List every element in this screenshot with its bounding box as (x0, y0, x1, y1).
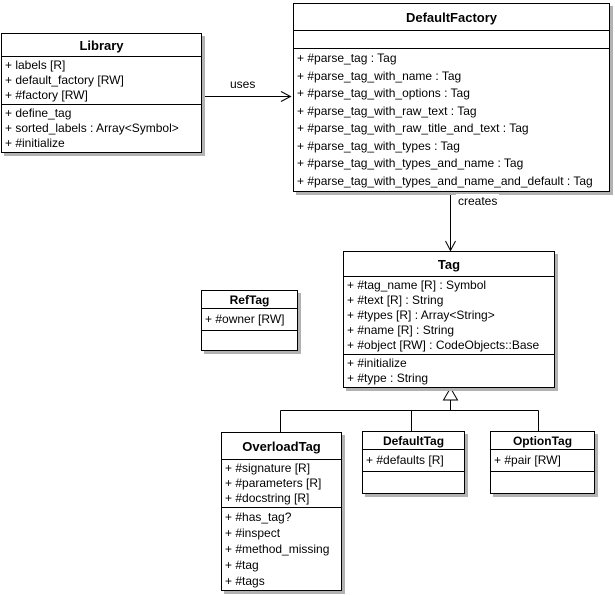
class-default-tag[interactable]: DefaultTag + #defaults [R] (362, 431, 465, 494)
attributes-section: + #pair [RW] (491, 450, 594, 471)
class-name-option-tag: OptionTag (491, 432, 594, 450)
creates-dependency-arrow (445, 185, 456, 252)
open-arrowhead-down-icon (445, 240, 456, 252)
member-row: + #initialize (5, 136, 65, 150)
methods-section: + #initialize + #type : String (344, 354, 554, 387)
methods-section: + define_tag + sorted_labels : Array<Sym… (2, 104, 201, 152)
member-row: + #inspect (225, 526, 281, 540)
class-default-factory[interactable]: DefaultFactory + #parse_tag : Tag + #par… (293, 3, 610, 192)
creates-label: creates (456, 194, 500, 208)
member-row: + #owner [RW] (205, 312, 285, 326)
member-row: + labels [R] (5, 58, 66, 72)
member-row: + #parse_tag_with_name : Tag (297, 68, 462, 83)
member-row: + #tag (225, 558, 259, 572)
open-arrowhead-right-icon (280, 91, 292, 102)
member-row: + #parameters [R] (225, 476, 322, 490)
class-name-default-factory: DefaultFactory (294, 4, 609, 31)
methods-section-empty (491, 471, 594, 493)
methods-section: + #parse_tag : Tag + #parse_tag_with_nam… (294, 48, 609, 191)
member-row: + #types [R] : Array<String> (347, 308, 495, 322)
member-row: + #parse_tag_with_types_and_name_and_def… (297, 173, 593, 188)
member-row: + #tags (225, 574, 265, 588)
member-row: + #factory [RW] (5, 88, 88, 102)
class-ref-tag[interactable]: RefTag + #owner [RW] (201, 290, 298, 351)
hollow-triangle-icon (442, 387, 459, 401)
attributes-section: + #defaults [R] (363, 450, 464, 471)
member-row: + #tag_name [R] : Symbol (347, 278, 487, 292)
member-row: + #parse_tag_with_types_and_name : Tag (297, 156, 524, 170)
attributes-section: + #tag_name [R] : Symbol + #text [R] : S… (344, 277, 554, 354)
member-row: + #parse_tag_with_raw_title_and_text : T… (297, 121, 529, 135)
methods-section-empty (202, 330, 297, 350)
attributes-section-empty (294, 31, 609, 48)
member-row: + #method_missing (225, 542, 330, 556)
member-row: + #initialize (347, 356, 407, 370)
class-tag[interactable]: Tag + #tag_name [R] : Symbol + #text [R]… (343, 251, 555, 388)
member-row: + #has_tag? (225, 510, 292, 524)
member-row: + default_factory [RW] (5, 73, 124, 87)
class-name-default-tag: DefaultTag (363, 432, 464, 450)
methods-section-empty (363, 471, 464, 493)
member-row: + #parse_tag_with_types : Tag (297, 138, 460, 153)
attributes-section: + #owner [RW] (202, 309, 297, 330)
class-name-library: Library (2, 34, 201, 57)
member-row: + #text [R] : String (347, 293, 444, 307)
member-row: + #defaults [R] (366, 453, 444, 467)
class-library[interactable]: Library + labels [R] + default_factory [… (1, 33, 202, 153)
member-row: + #type : String (347, 371, 429, 385)
uses-label: uses (228, 77, 258, 91)
member-row: + #docstring [R] (225, 491, 310, 505)
member-row: + #parse_tag : Tag (297, 51, 397, 65)
attributes-section: + labels [R] + default_factory [RW] + #f… (2, 57, 201, 104)
member-row: + sorted_labels : Array<Symbol> (5, 121, 179, 135)
class-option-tag[interactable]: OptionTag + #pair [RW] (490, 431, 595, 494)
class-name-tag: Tag (344, 252, 554, 277)
member-row: + #signature [R] (225, 461, 311, 475)
member-row: + #object [RW] : CodeObjects::Base (347, 338, 540, 352)
uses-dependency-arrow (198, 91, 292, 102)
class-name-ref-tag: RefTag (202, 291, 297, 309)
member-row: + #parse_tag_with_options : Tag (297, 86, 470, 100)
attributes-section: + #signature [R] + #parameters [R] + #do… (222, 460, 341, 507)
member-row: + define_tag (5, 106, 72, 120)
methods-section: + #has_tag? + #inspect + #method_missing… (222, 507, 341, 590)
member-row: + #pair [RW] (494, 453, 561, 467)
member-row: + #name [R] : String (347, 323, 455, 337)
class-overload-tag[interactable]: OverloadTag + #signature [R] + #paramete… (221, 432, 342, 591)
generalization-connector (280, 387, 539, 437)
class-name-overload-tag: OverloadTag (222, 433, 341, 460)
member-row: + #parse_tag_with_raw_text : Tag (297, 103, 477, 118)
